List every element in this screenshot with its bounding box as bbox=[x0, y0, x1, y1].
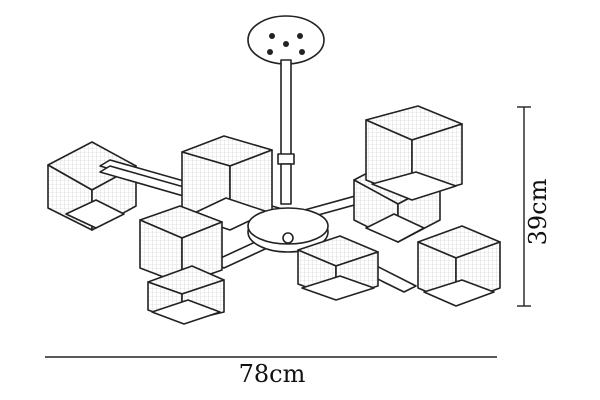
ceiling-canopy bbox=[247, 15, 325, 65]
lamp-shade bbox=[139, 205, 223, 285]
lamp-shade bbox=[365, 105, 463, 201]
lamp-shade bbox=[147, 265, 225, 325]
lamp-shade bbox=[297, 235, 379, 301]
width-label: 78cm bbox=[238, 360, 306, 388]
lamp-shade bbox=[181, 135, 273, 231]
height-dimension-line bbox=[517, 106, 531, 307]
lamp-shade bbox=[417, 225, 501, 307]
lamp-shade bbox=[47, 141, 137, 231]
center-hub bbox=[247, 207, 329, 253]
height-label: 39cm bbox=[524, 178, 552, 246]
suspension-rod bbox=[277, 59, 295, 205]
